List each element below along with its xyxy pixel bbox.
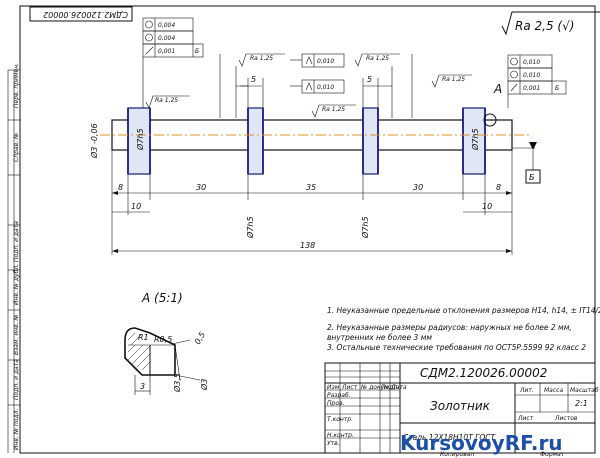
note-2b: внутренних не более 3 мм xyxy=(327,333,432,342)
tb-row-izm: Изм. xyxy=(327,384,341,391)
detail-length: 3 xyxy=(140,382,145,391)
tol-left-2: 0,004 xyxy=(158,35,175,42)
tolerance-frame-right: 0,010 0,010 0,001 Б xyxy=(507,54,567,108)
side-label-5: Взам. инв. № xyxy=(13,314,20,355)
detail-r3: 0,5 xyxy=(193,330,207,346)
shaft-diameter: Ø3 -0,06 xyxy=(89,123,99,159)
rotated-code: СДМ2.120026.00002 xyxy=(43,10,128,19)
side-label-3: Подп. и дата xyxy=(13,221,20,262)
dim-land-end-left: 10 xyxy=(131,202,141,211)
note-2: 2. Неуказанные размеры радиусов: наружны… xyxy=(327,323,572,332)
dim-land-end-right: 10 xyxy=(482,202,492,211)
dim-end-left: 8 xyxy=(118,183,123,192)
sheet-frame xyxy=(19,5,596,454)
detail-d1: Ø3,5 xyxy=(172,373,182,393)
technical-notes: 1. Неуказанные предельные отклонения раз… xyxy=(327,306,600,352)
ra-mark-5: Ra 1,25 xyxy=(442,76,465,83)
tol-left-1: 0,004 xyxy=(158,22,175,29)
tb-sheet: Лист xyxy=(517,415,534,422)
groove-land-1 xyxy=(247,107,264,175)
base-letter: Б xyxy=(529,173,535,182)
side-label-4: Инв. № дубл. xyxy=(13,264,20,305)
tb-role-5: Утв. xyxy=(327,440,340,447)
tb-row-date: Дата xyxy=(390,384,407,391)
watermark-part-1: KursovoyRF xyxy=(400,431,532,455)
tol-right-base: Б xyxy=(555,85,559,92)
general-roughness-text: Ra 2,5 (√) xyxy=(515,19,574,33)
diameter-labels: Ø3 -0,06 Ø7h5 Ø7h5 Ø7h5 Ø7h5 xyxy=(89,123,480,239)
detail-hatching xyxy=(127,332,151,371)
side-label-7: Инв. № подл. xyxy=(13,409,20,450)
tb-role-4: Н.контр. xyxy=(327,432,354,439)
tb-part-name: Золотник xyxy=(430,399,491,413)
shaft-view: A Б xyxy=(100,82,541,184)
base-triangle xyxy=(529,142,537,150)
tb-scale-header: Масштаб xyxy=(570,387,599,394)
detail-r1: R1 xyxy=(138,333,149,342)
dim-end-right: 8 xyxy=(496,183,501,192)
tol-mid-1: 0,010 xyxy=(317,58,334,65)
tb-row-list: Лист xyxy=(341,384,358,391)
land-diameter-1: Ø7h5 xyxy=(135,128,145,151)
tb-role-1: Разраб. xyxy=(327,392,351,399)
tb-role-3: Т.контр. xyxy=(327,416,353,423)
detail-d2: Ø3 xyxy=(199,379,209,391)
tb-sheets: Листов xyxy=(554,415,578,422)
watermark: KursovoyRF.ru xyxy=(400,431,563,455)
tb-material: Сталь 12Х18Н10Т ГОСТ xyxy=(403,433,496,442)
side-label-1: Перв. примен. xyxy=(13,63,20,108)
groove-diameter-2: Ø7h5 xyxy=(360,216,370,239)
dim-span-2: 35 xyxy=(306,183,316,192)
dim-span-3: 30 xyxy=(413,183,423,192)
detail-title: A (5:1) xyxy=(141,291,183,305)
tb-role-2: Пров. xyxy=(327,400,345,407)
tb-scale: 2:1 xyxy=(575,399,588,408)
land-width-2: 5 xyxy=(367,75,372,84)
tb-row-sign: Подп. xyxy=(381,384,399,391)
tb-code: СДМ2.120026.00002 xyxy=(420,366,547,380)
dim-total: 138 xyxy=(300,241,315,250)
tol-right-3: 0,001 xyxy=(523,85,540,92)
view-letter: A xyxy=(493,82,502,96)
tb-mass: Масса xyxy=(544,387,563,394)
title-block: Изм. Лист № докум. Подп. Дата Разраб. Пр… xyxy=(324,362,599,458)
general-roughness: Ra 2,5 (√) xyxy=(501,11,600,36)
ra-mark-2: Ra 1,25 xyxy=(250,55,273,62)
detail-r2: R0,5 xyxy=(154,335,172,344)
tol-left-3: 0,001 xyxy=(158,48,175,55)
roughness-marks: Ra 1,25 Ra 1,25 Ra 1,25 Ra 1,25 Ra 1,25 … xyxy=(145,53,472,118)
ra-mark-1: Ra 1,25 xyxy=(155,97,178,104)
watermark-main: KursovoyRF.ru xyxy=(400,431,563,455)
tb-lit: Лит. xyxy=(519,387,534,394)
tb-row-doc: № докум. xyxy=(360,384,391,391)
dimension-chains: 8 30 35 30 8 10 10 138 xyxy=(111,150,513,255)
detail-circle xyxy=(483,113,497,127)
tb-format: Формат xyxy=(540,451,565,458)
tol-left-base: Б xyxy=(195,48,199,55)
tol-mid-2: 0,010 xyxy=(317,84,334,91)
note-3: 3. Остальные технические требования по О… xyxy=(327,343,586,352)
land-width-1: 5 xyxy=(251,75,256,84)
watermark-part-2: .ru xyxy=(531,431,563,455)
land-diameter-2: Ø7h5 xyxy=(470,128,480,151)
groove-diameter-1: Ø7h5 xyxy=(245,216,255,239)
rotated-code-stamp: СДМ2.120026.00002 xyxy=(29,6,133,22)
side-label-2: Справ. № xyxy=(13,133,20,162)
dim-span-1: 30 xyxy=(196,183,206,192)
side-label-6: Подп. и дата xyxy=(13,359,20,400)
tolerance-frame-middle: 0,010 0,010 xyxy=(290,53,345,94)
tb-copied: Копировал xyxy=(440,451,474,458)
ra-mark-4: Ra 1,25 xyxy=(322,106,345,113)
side-strip: Перв. примен. Справ. № Подп. и дата Инв.… xyxy=(7,63,20,453)
ra-mark-3: Ra 1,25 xyxy=(366,55,389,62)
groove-land-2 xyxy=(362,107,379,175)
note-1: 1. Неуказанные предельные отклонения раз… xyxy=(327,306,600,315)
tol-right-2: 0,010 xyxy=(523,72,540,79)
tolerance-frame-left: 0,004 0,004 0,001 Б xyxy=(142,17,204,108)
detail-view-a: A (5:1) R1 R0,5 0,5 3 Ø3,5 Ø3 xyxy=(124,291,209,395)
tol-right-1: 0,010 xyxy=(523,59,540,66)
